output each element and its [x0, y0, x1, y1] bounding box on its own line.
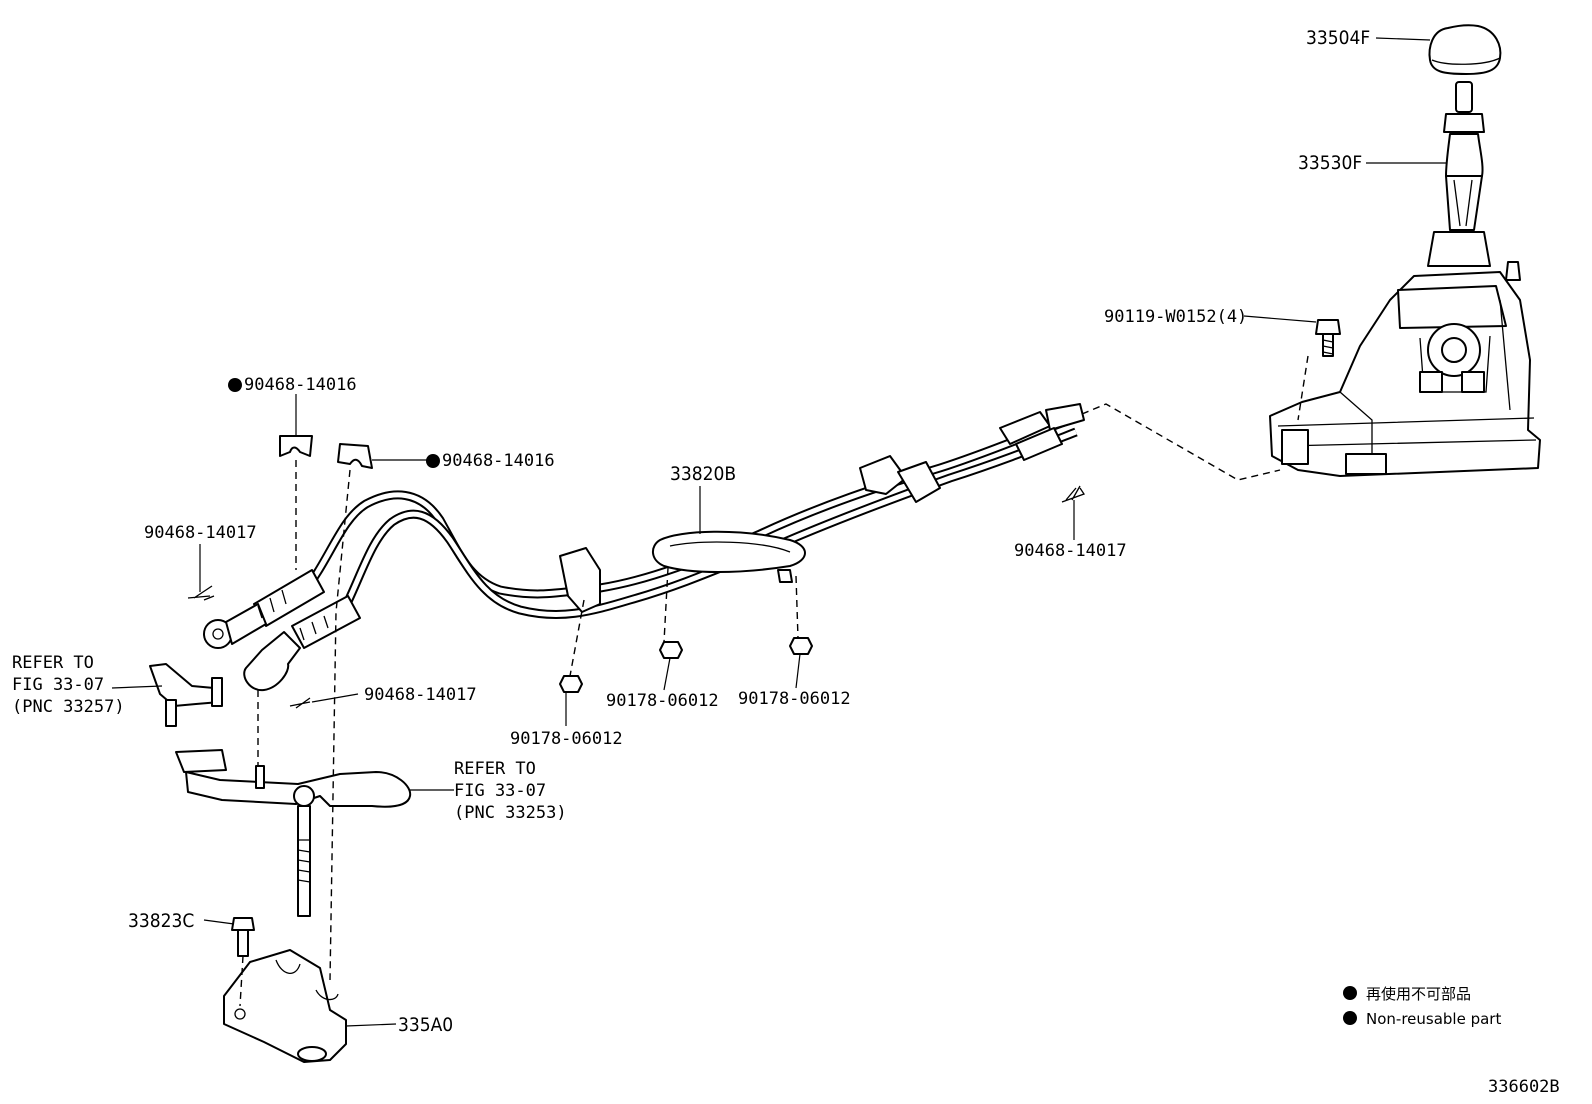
legend: 再使用不可部品 Non-reusable part: [1343, 985, 1501, 1028]
bracket-bolt-90119: [1315, 319, 1341, 357]
nut-90178-a: [559, 675, 583, 693]
bolt-33823c: [231, 917, 255, 957]
callout-33820b: 33820B: [670, 463, 736, 485]
pin-90468-14017-left: [187, 585, 215, 601]
callout-335a0: 335A0: [398, 1014, 453, 1036]
non-reusable-marker-mid: [426, 454, 440, 468]
legend-marker-jp: [1343, 986, 1357, 1000]
refer-note-upper: REFER TO FIG 33-07 (PNC 33257): [12, 653, 125, 717]
callout-90468-14016-mid: 90468-14016: [442, 451, 555, 471]
bracket-335a0: [223, 949, 347, 1063]
shift-cable-assembly: [203, 403, 1085, 692]
shift-lever-lower: [175, 749, 412, 917]
callout-33530f: 33530F: [1298, 152, 1362, 174]
shift-knob: [1428, 24, 1502, 75]
callout-90468-14016-left: 90468-14016: [244, 375, 357, 395]
leader-lines: [111, 37, 1446, 1027]
pin-90468-14017-lower: [289, 697, 311, 709]
svg-text:(PNC 33253): (PNC 33253): [454, 803, 567, 823]
callout-90468-14017-lower: 90468-14017: [364, 685, 477, 705]
svg-text:REFER TO: REFER TO: [12, 653, 94, 673]
svg-text:FIG 33-07: FIG 33-07: [12, 675, 104, 695]
callout-90119-w0152: 90119-W0152(4): [1104, 307, 1247, 327]
pin-90468-14017-right: [1061, 485, 1085, 503]
nut-90178-b: [659, 641, 683, 659]
legend-marker-en: [1343, 1011, 1357, 1025]
callout-90468-14017-right: 90468-14017: [1014, 541, 1127, 561]
svg-text:(PNC 33257): (PNC 33257): [12, 697, 125, 717]
callout-90178-06012-c: 90178-06012: [738, 689, 851, 709]
non-reusable-marker-left: [228, 378, 242, 392]
svg-text:FIG 33-07: FIG 33-07: [454, 781, 546, 801]
callout-90178-06012-a: 90178-06012: [510, 729, 623, 749]
clip-90468-14016-left: [279, 435, 313, 457]
nut-90178-c: [789, 637, 813, 655]
svg-text:REFER TO: REFER TO: [454, 759, 536, 779]
shift-lever-boot-rod: [1427, 81, 1491, 267]
legend-text-en: Non-reusable part: [1366, 1010, 1501, 1028]
callout-33504f: 33504F: [1306, 27, 1370, 49]
callout-90468-14017-left: 90468-14017: [144, 523, 257, 543]
clip-90468-14016-mid: [337, 443, 373, 469]
shift-lever-housing: [1269, 261, 1541, 477]
legend-text-jp: 再使用不可部品: [1366, 985, 1471, 1003]
callout-90178-06012-b: 90178-06012: [606, 691, 719, 711]
callout-33823c: 33823C: [128, 910, 194, 932]
figure-id: 336602B: [1488, 1077, 1560, 1097]
assembly-lines: [239, 355, 1309, 1007]
refer-note-lower: REFER TO FIG 33-07 (PNC 33253): [454, 759, 567, 823]
selector-lever-upper: [149, 663, 223, 727]
